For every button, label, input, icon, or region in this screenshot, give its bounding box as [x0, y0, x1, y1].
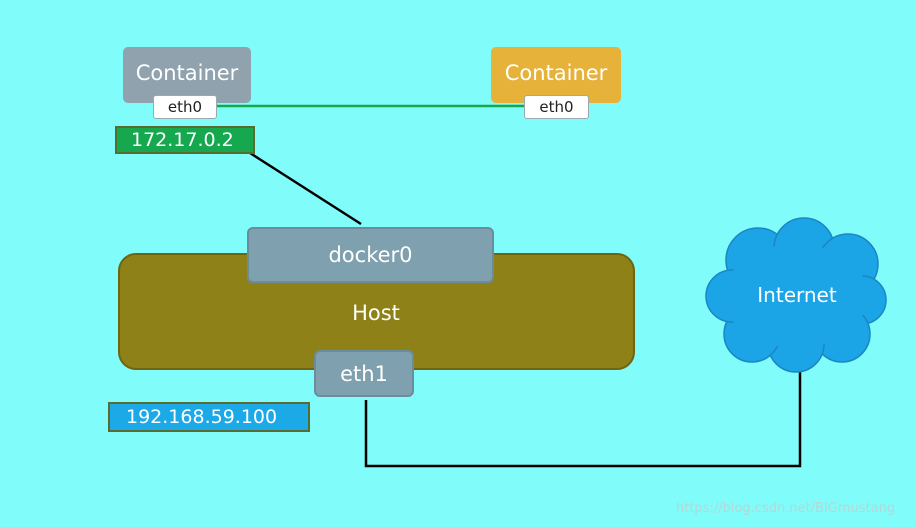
container-ip-label: 172.17.0.2 [115, 126, 255, 154]
eth1-to-internet-line [364, 368, 802, 468]
internet-cloud-icon [705, 217, 887, 373]
container-to-bridge-line [249, 151, 362, 226]
host-eth1: eth1 [314, 350, 414, 397]
container-right-label: Container [504, 61, 608, 85]
container-left-label: Container [135, 61, 239, 85]
host-label: Host [352, 301, 400, 325]
docker0-bridge: docker0 [247, 227, 494, 283]
container-left: Container [123, 47, 251, 103]
watermark-text: https://blog.csdn.net/BIGmustang [676, 501, 896, 516]
internet-label: Internet [757, 283, 837, 307]
container-right-eth0: eth0 [524, 95, 589, 119]
container-left-eth0: eth0 [153, 95, 217, 119]
host-ip-label: 192.168.59.100 [108, 402, 310, 432]
container-right: Container [491, 47, 621, 103]
